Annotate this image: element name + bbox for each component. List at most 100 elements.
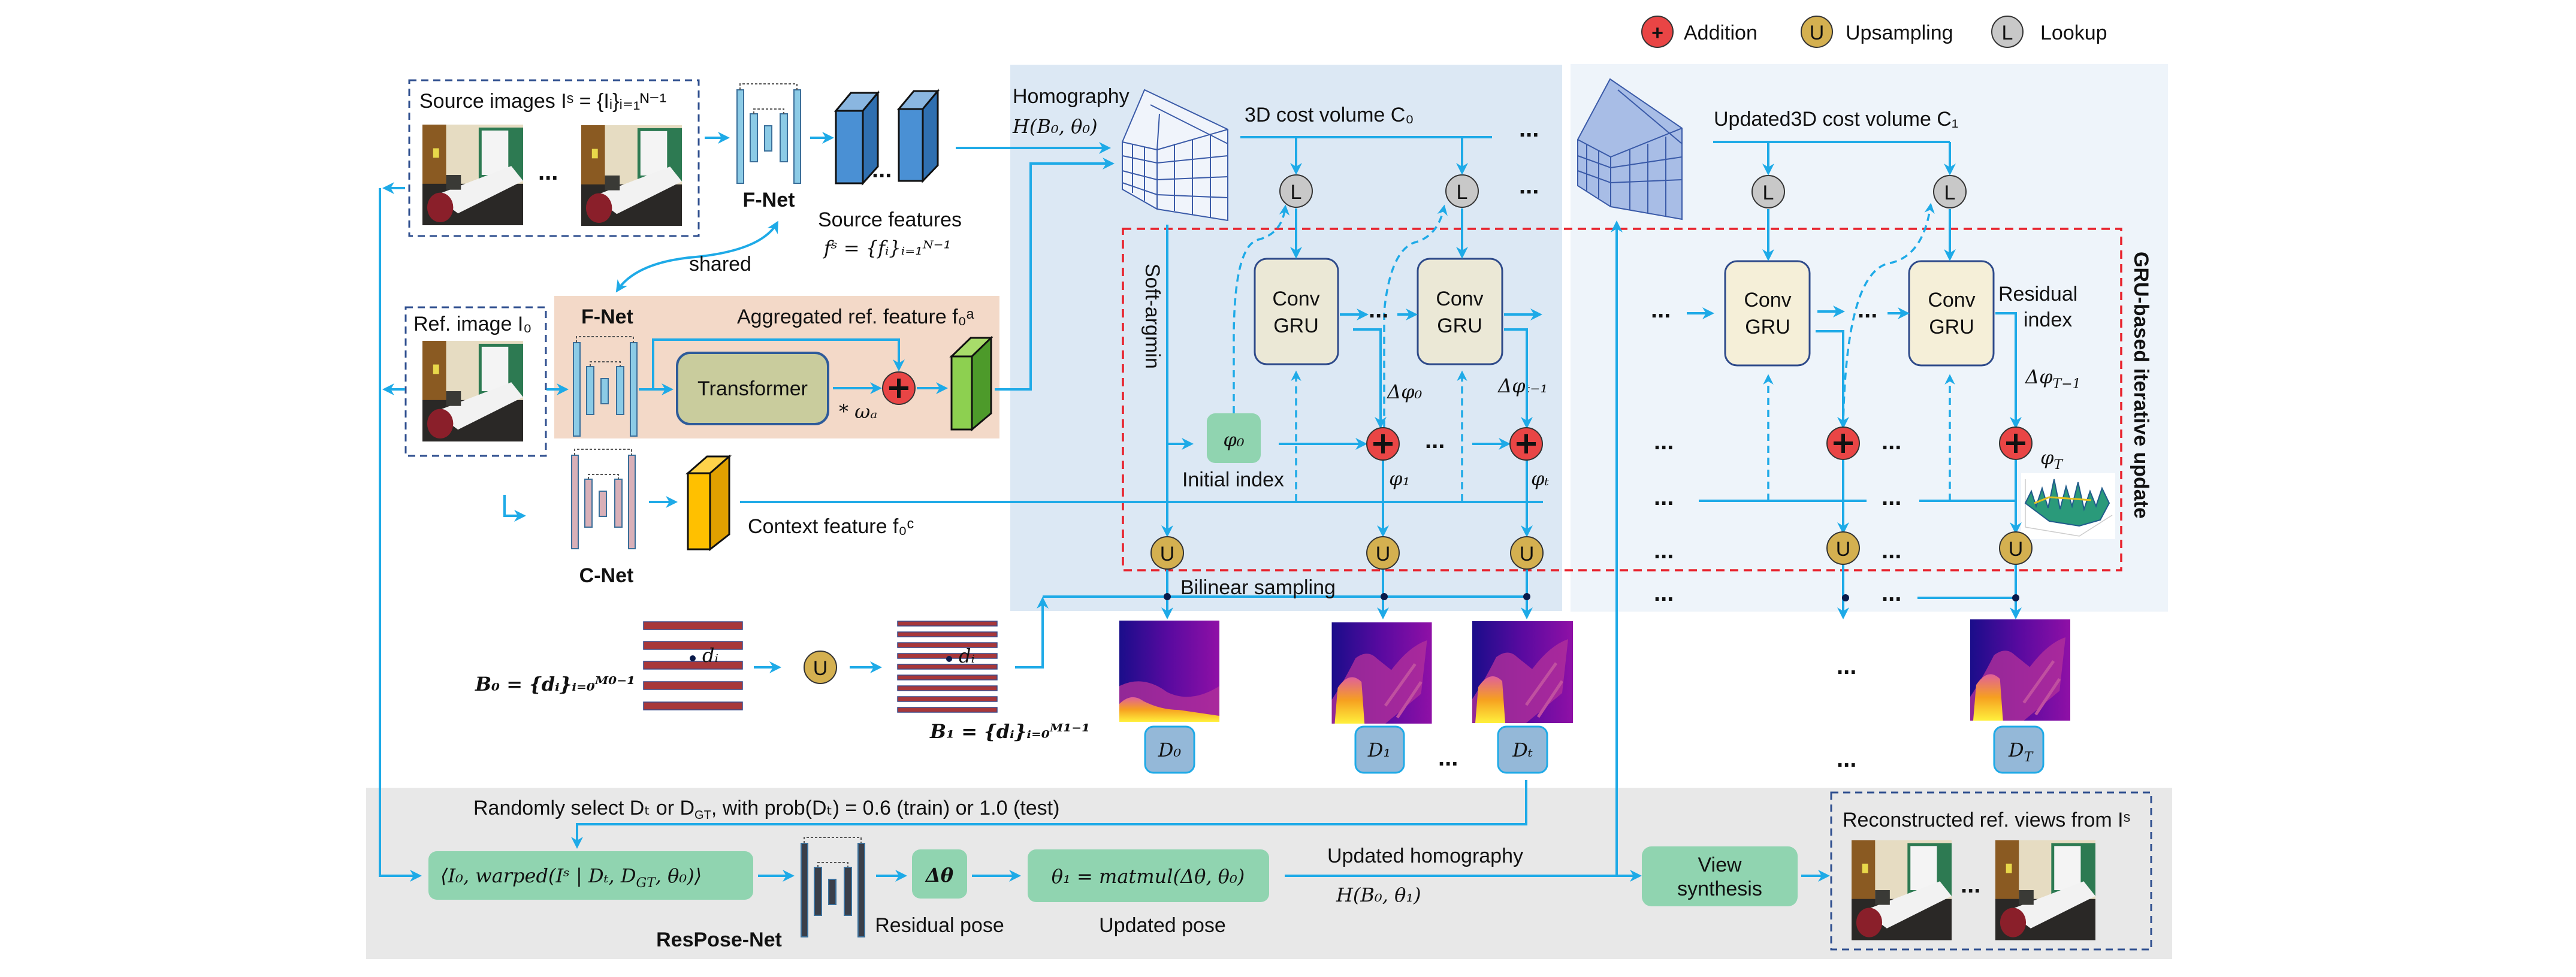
initial-index-box [1207, 413, 1261, 463]
context-feature-block [685, 454, 732, 552]
legend-upsampling: Upsampling [1846, 22, 1953, 44]
convgru-label: GRU [1437, 314, 1482, 337]
lookup-glyph: L [1763, 182, 1774, 204]
lookup-glyph: L [1457, 181, 1468, 204]
ref-image-box [404, 306, 547, 457]
ellipsis: ... [1837, 746, 1856, 772]
phi1-label: φ₁ [1389, 467, 1410, 490]
lookup-node: L [1445, 174, 1479, 208]
homography-label: Homography [1013, 85, 1130, 108]
delta-phi-t-1-label: Δφₜ₋₁ [1497, 374, 1548, 397]
cnet-encoder [571, 449, 636, 549]
addition-node [1509, 427, 1543, 461]
aggregated-feature-label: Aggregated ref. feature f₀ᵃ [737, 305, 974, 328]
legend-addition: Addition [1684, 22, 1757, 44]
depth-map-d1 [1331, 622, 1432, 724]
depth-label-d0: D₀ [1144, 725, 1195, 774]
warped-input-label-rest: , θ₀)⟩ [656, 864, 702, 887]
warped-input-box [428, 851, 753, 900]
convgru-label: Conv [1436, 288, 1483, 310]
b0-formula: B₀ = {dᵢ}ᵢ₌₀ᴹ⁰⁻¹ [475, 673, 635, 695]
recon-ellipsis: ... [1961, 872, 1980, 898]
addition-icon [1641, 16, 1674, 48]
theta1-formula: θ₁ = matmul(Δθ, θ₀) [1052, 865, 1245, 888]
cnet-label: C-Net [579, 564, 634, 587]
svg-text:DT: DT [2008, 739, 2034, 765]
residual-index-label: index [2024, 308, 2072, 331]
transformer-block [676, 352, 829, 425]
delta-theta-label: Δθ [925, 864, 954, 887]
updated-pose-box [1028, 849, 1269, 902]
lookup-glyph: L [1291, 181, 1302, 204]
random-select-sub: GT [694, 809, 711, 822]
random-select-text: Randomly select Dₜ or D [473, 797, 694, 819]
source-ellipsis: ... [538, 159, 558, 185]
delta-phi0-label: Δφ₀ [1386, 380, 1423, 403]
reconstructed-views-label: Reconstructed ref. views from Iˢ [1843, 809, 2130, 831]
ellipsis: ... [1858, 297, 1877, 323]
dt-label: Dₜ [1512, 739, 1533, 761]
depth-bins-b0 [643, 621, 743, 710]
upsampling-glyph: U [813, 657, 828, 680]
homography-formula: H(B₀, θ₀) [1012, 115, 1098, 138]
depth-map-dt [1472, 621, 1573, 723]
upsampling-icon [1801, 16, 1833, 48]
residual-pose-box [912, 849, 967, 899]
warped-input-label: ⟨I₀, warped(Iˢ | Dₜ, D [440, 864, 636, 887]
ellipsis: ... [1438, 745, 1458, 771]
addition-node [1999, 427, 2033, 460]
depth-map-dT [1970, 619, 2070, 721]
di-label: dᵢ [959, 645, 975, 667]
addition-node-agg [882, 371, 916, 405]
upsampling-glyph: U [1376, 543, 1391, 565]
source-image-n [581, 125, 682, 226]
source-images-label: Source images Iˢ = {Iᵢ}ᵢ₌₁ᴺ⁻¹ [419, 90, 666, 113]
upsampling-glyph: U [2009, 538, 2024, 561]
depth-map-d0 [1119, 621, 1220, 722]
omega-label: * ωₐ [839, 400, 877, 423]
lookup-icon [1991, 16, 2024, 48]
convgru-label: GRU [1273, 314, 1319, 337]
upsampling-glyph: U [1160, 543, 1175, 565]
phit-label: φₜ [1531, 467, 1549, 490]
initial-index-label: Initial index [1182, 468, 1284, 491]
addition-node [1826, 427, 1860, 460]
aggregated-feature-block [949, 335, 993, 432]
upsampling-node: U [1826, 531, 1860, 565]
gru-update-label: GRU-based iterative update [2130, 252, 2152, 519]
d1-label: D₁ [1367, 739, 1391, 761]
cost-surface-plot [2021, 473, 2115, 539]
source-feature-blocks [833, 88, 940, 186]
reconstructed-views-box [1830, 791, 2152, 951]
upsampling-node: U [1150, 536, 1184, 570]
upsampling-glyph: U [1810, 22, 1825, 44]
svg-text:ΔφT−1: ΔφT−1 [2024, 365, 2081, 392]
convgru-label: GRU [1745, 316, 1790, 338]
shared-label: shared [689, 253, 751, 276]
addition-glyph: + [1651, 22, 1663, 44]
ellipsis: ... [1519, 116, 1539, 142]
depth-label-d1: D₁ [1354, 725, 1405, 774]
convgru-label: Conv [1744, 289, 1791, 311]
ellipsis: ... [1654, 428, 1674, 455]
phiT-label: φ [2040, 446, 2054, 469]
soft-argmin-label: Soft-argmin [1141, 264, 1164, 369]
connectors [379, 132, 2022, 882]
ellipsis: ... [1425, 427, 1445, 453]
convgru-block: Conv GRU [1908, 260, 1995, 367]
shared-arrow [615, 220, 778, 293]
ref-image-label: Ref. image I₀ [413, 313, 531, 335]
dT-label: D [2008, 739, 2024, 761]
ellipsis: ... [1837, 653, 1856, 679]
cost-volume-c0-label: 3D cost volume C₀ [1245, 104, 1414, 126]
ellipsis: ... [1369, 297, 1388, 323]
lookup-node: L [1279, 174, 1313, 208]
phi0-label: φ₀ [1223, 428, 1244, 451]
legend-lookup: Lookup [2040, 22, 2107, 44]
ref-image [422, 341, 523, 441]
ellipsis: ... [1882, 484, 1901, 510]
upsampling-node: U [1366, 536, 1400, 570]
delta-phi-T-1-sub: T−1 [2053, 377, 2081, 392]
transformer-label: Transformer [697, 377, 808, 400]
